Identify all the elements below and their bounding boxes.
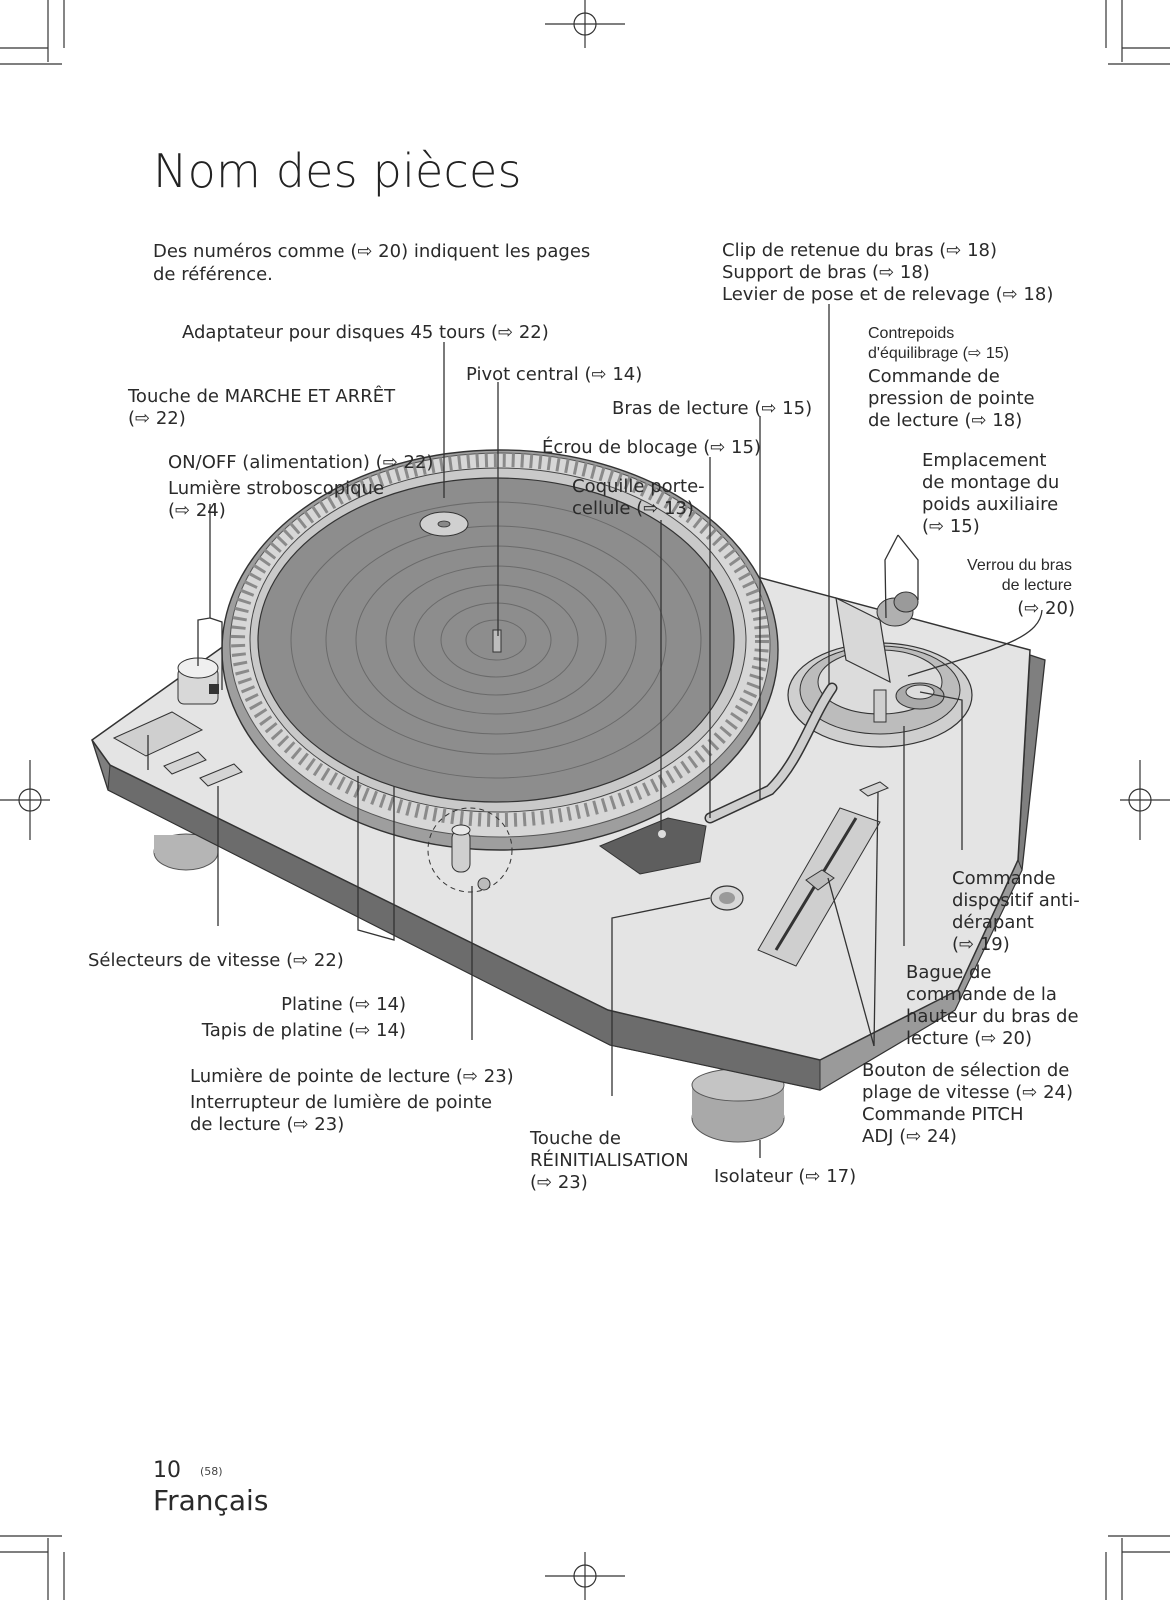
label-adaptateur: Adaptateur pour disques 45 tours (⇨ 22) [182,322,549,343]
label-pression: Commande de pression de pointe de lectur… [868,366,1035,431]
page-title: Nom des pièces [153,144,522,198]
label-bague: Bague de commande de la hauteur du bras … [906,962,1079,1049]
label-clip-retenue: Clip de retenue du bras (⇨ 18) Support d… [722,240,1054,305]
page-number: 10 [153,1458,181,1483]
label-verrou-ref: (⇨ 20) [1017,598,1075,619]
label-ecrou: Écrou de blocage (⇨ 15) [542,437,761,458]
start-stop-button [112,711,204,757]
label-antiderapant: Commande dispositif anti- dérapant (⇨ 19… [952,868,1080,955]
label-bouton-plage: Bouton de sélection de plage de vitesse … [862,1060,1073,1103]
label-platine: Platine (⇨ 14) [281,994,406,1015]
label-pitch: Commande PITCH ADJ (⇨ 24) [862,1104,1024,1147]
intro-text: Des numéros comme (⇨ 20) indiquent les p… [153,241,591,285]
label-onoff: ON/OFF (alimentation) (⇨ 22) [168,452,434,473]
label-lumiere-pointe: Lumière de pointe de lecture (⇨ 23) [190,1066,514,1087]
headshell [598,817,707,875]
label-reinit: Touche de RÉINITIALISATION (⇨ 23) [530,1128,689,1193]
label-verrou: Verrou du bras de lecture [967,557,1072,594]
language-label: Français [153,1484,269,1517]
tonearm-base [787,591,973,748]
label-interrupteur: Interrupteur de lumière de pointe de lec… [190,1092,493,1135]
pitch-slider [757,781,890,967]
label-strobo: Lumière stroboscopique (⇨ 24) [168,478,385,521]
label-selecteurs: Sélecteurs de vitesse (⇨ 22) [88,950,344,971]
label-contrepoids: Contrepoids d'équilibrage (⇨ 15) [868,325,1009,362]
label-tapis: Tapis de platine (⇨ 14) [201,1020,406,1041]
label-emplacement: Emplacement de montage du poids auxiliai… [922,450,1060,537]
label-bras: Bras de lecture (⇨ 15) [612,398,813,419]
page-sub-number: (58) [200,1465,223,1478]
label-pivot: Pivot central (⇨ 14) [466,364,643,385]
label-touche-marche: Touche de MARCHE ET ARRÊT (⇨ 22) [128,386,396,429]
label-coquille: Coquille porte- cellule (⇨ 13) [572,476,705,519]
platter [221,449,779,851]
label-isolateur: Isolateur (⇨ 17) [714,1166,857,1187]
speed-selector-buttons [163,751,243,787]
stylus-light [427,807,513,893]
leader-lines [147,304,1043,1158]
